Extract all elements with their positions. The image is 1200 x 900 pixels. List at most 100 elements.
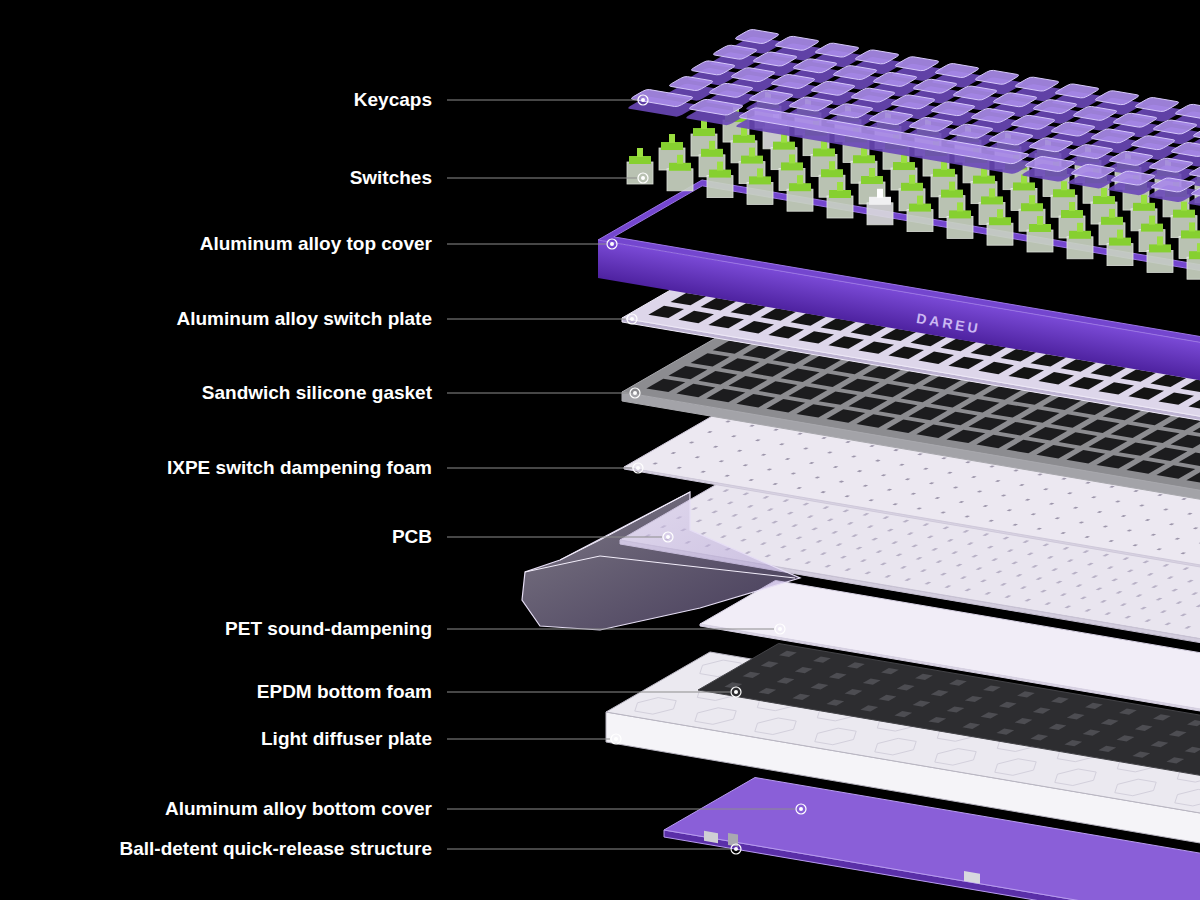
switch bbox=[627, 148, 653, 184]
leader-line bbox=[447, 393, 629, 394]
leader-dot-ring bbox=[731, 687, 741, 697]
pcb-hole bbox=[1022, 540, 1029, 543]
pcb-hole bbox=[836, 543, 843, 546]
keycap bbox=[854, 49, 901, 64]
pcb-hole bbox=[956, 564, 963, 567]
switch-stem bbox=[709, 141, 715, 150]
plate-cutout bbox=[1181, 380, 1200, 392]
switch-stem bbox=[837, 182, 843, 191]
switch-stem bbox=[877, 189, 883, 198]
leader-dot-ring bbox=[663, 532, 673, 542]
gasket-hole bbox=[1059, 432, 1098, 445]
pcb-hole bbox=[1102, 554, 1109, 557]
plate-cutout bbox=[1008, 367, 1044, 379]
foam-dot bbox=[724, 475, 730, 477]
foam-dot bbox=[947, 472, 953, 474]
foam-dot bbox=[1036, 528, 1042, 530]
foam-dot bbox=[899, 464, 905, 466]
switch-body bbox=[827, 196, 853, 218]
foam-dot bbox=[779, 443, 785, 445]
switch-top bbox=[1053, 189, 1075, 197]
top-cover-rim bbox=[598, 180, 1200, 393]
keycap bbox=[748, 90, 795, 105]
foam-dot bbox=[911, 493, 917, 495]
foam-dot bbox=[820, 491, 826, 493]
pcb-hole bbox=[1120, 603, 1127, 606]
pcb-hole bbox=[851, 534, 858, 537]
gasket-hole bbox=[759, 381, 798, 394]
pcb-hole bbox=[787, 512, 794, 515]
leader-dot bbox=[610, 242, 614, 246]
leader-dot-ring bbox=[627, 314, 637, 324]
switch-stem bbox=[1149, 216, 1155, 225]
pcb-hole bbox=[1060, 593, 1067, 596]
keycap bbox=[770, 74, 817, 89]
keycap bbox=[894, 56, 941, 71]
foam-slot bbox=[811, 683, 829, 689]
pcb-hole bbox=[924, 582, 931, 585]
pcb-hole bbox=[1136, 594, 1143, 597]
foam-dot bbox=[1079, 521, 1085, 523]
keycap bbox=[1054, 83, 1101, 98]
foam-dot bbox=[695, 456, 701, 458]
foam-dot bbox=[1025, 499, 1031, 501]
foam-dot bbox=[1031, 513, 1037, 515]
foam-slot bbox=[1064, 740, 1082, 746]
foam-dot bbox=[977, 491, 983, 493]
switch-top bbox=[773, 142, 795, 150]
keycap bbox=[1028, 137, 1075, 152]
switch-top bbox=[1133, 203, 1155, 211]
foam-slot bbox=[1033, 707, 1051, 713]
foam-slot bbox=[1169, 731, 1187, 737]
foam-dot bbox=[887, 489, 893, 491]
pcb-hole bbox=[740, 539, 747, 542]
gasket-hole bbox=[819, 391, 858, 404]
leader-line bbox=[447, 178, 637, 179]
pcb-hole bbox=[1122, 557, 1129, 560]
switch-top bbox=[749, 176, 771, 184]
pcb-hole bbox=[856, 547, 863, 550]
pcb-hole bbox=[751, 517, 758, 520]
keycap bbox=[930, 101, 977, 116]
leader-line bbox=[447, 468, 632, 469]
pcb-hole bbox=[1040, 590, 1047, 593]
pcb-hole bbox=[882, 516, 889, 519]
foam-dot bbox=[755, 439, 761, 441]
foam-dot bbox=[689, 442, 695, 444]
pcb-hole bbox=[1196, 605, 1200, 608]
foam-dot bbox=[1043, 488, 1049, 490]
foam-slot bbox=[1185, 747, 1200, 753]
gasket-hole bbox=[1036, 445, 1075, 458]
part-label: Ball-detent quick-release structure bbox=[119, 837, 432, 861]
pcb-hole bbox=[976, 567, 983, 570]
gasket-hole bbox=[879, 402, 918, 415]
foam-dot bbox=[652, 463, 658, 465]
foam-dot bbox=[1084, 536, 1090, 538]
pcb-hole bbox=[927, 536, 934, 539]
pcb-hole bbox=[862, 513, 869, 516]
switch-top bbox=[933, 169, 955, 177]
foam-dot bbox=[971, 476, 977, 478]
gasket-hole bbox=[699, 371, 738, 384]
pcb-hole bbox=[1124, 616, 1131, 619]
switch bbox=[987, 209, 1013, 245]
foam-dot bbox=[1156, 548, 1162, 550]
pcb-hole bbox=[1160, 610, 1167, 613]
pcb-hole bbox=[931, 548, 938, 551]
pcb-hole bbox=[807, 515, 814, 518]
switch-body bbox=[947, 216, 973, 238]
plate-cutout bbox=[1158, 392, 1194, 404]
gasket-hole bbox=[736, 394, 775, 407]
pcb-hole bbox=[920, 569, 927, 572]
pcb-hole bbox=[1111, 579, 1118, 582]
foam-dot bbox=[743, 464, 749, 466]
switch-top bbox=[1101, 217, 1123, 225]
foam-dot bbox=[796, 487, 802, 489]
keycap bbox=[730, 67, 777, 82]
foam-dot bbox=[851, 456, 857, 458]
foam-dot bbox=[773, 429, 779, 431]
keycap bbox=[734, 29, 781, 44]
pcb-hole bbox=[1056, 581, 1063, 584]
foam-slot bbox=[1119, 709, 1137, 715]
